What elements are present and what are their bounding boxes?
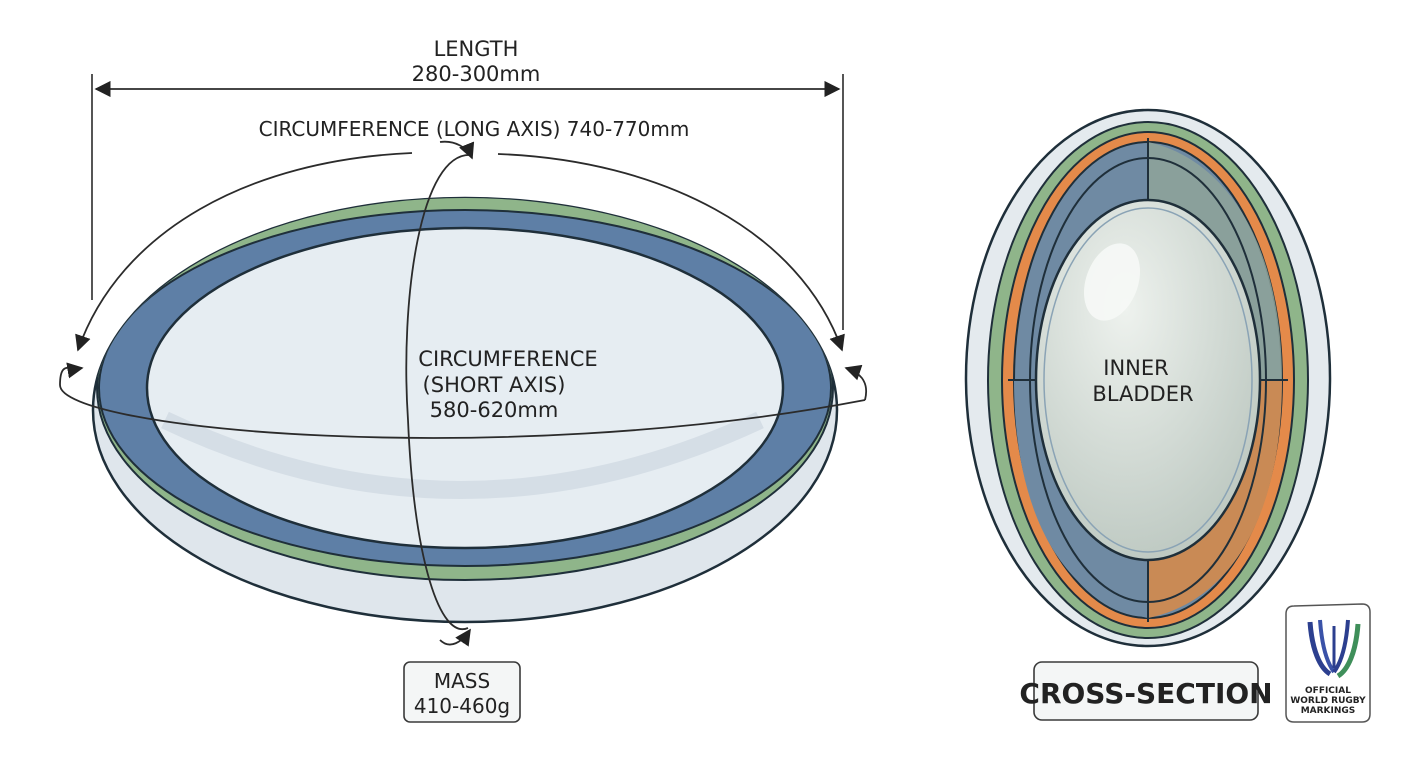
vertical-arrow-bottom: [439, 628, 471, 647]
vertical-arrow-top: [439, 140, 475, 160]
circumference-short-value: 580-620mm: [430, 398, 559, 422]
bladder-rim: [1043, 207, 1253, 553]
bladder-line2: BLADDER: [1092, 382, 1193, 406]
short-axis-arrow-right: [844, 364, 868, 401]
bladder-highlight: [1083, 243, 1141, 321]
long-axis-arc-right: [497, 153, 845, 352]
short-axis-arrow-left: [59, 362, 84, 386]
cross-section-diagram: INNER BLADDER: [964, 108, 1332, 648]
vertical-ring: [405, 154, 473, 631]
circumference-short-line1: CIRCUMFERENCE: [418, 347, 597, 371]
circumference-long-label: CIRCUMFERENCE (LONG AXIS) 740-770mm: [259, 117, 690, 141]
bladder-line1: INNER: [1103, 356, 1168, 380]
mass-box: MASS 410-460g: [403, 661, 521, 723]
world-rugby-logo-icon: [1307, 619, 1361, 679]
mass-title: MASS: [434, 669, 490, 693]
cross-section-label-box: CROSS-SECTION: [1019, 661, 1273, 721]
badge-line2: WORLD RUGBY: [1290, 696, 1366, 706]
length-title: LENGTH: [434, 37, 519, 61]
circumference-short-line2: (SHORT AXIS): [423, 373, 566, 397]
ball-shading: [161, 411, 764, 499]
badge-line3: MARKINGS: [1301, 706, 1356, 716]
mass-value: 410-460g: [414, 694, 510, 718]
badge-line1: OFFICIAL: [1305, 686, 1351, 696]
long-axis-arc-left: [75, 152, 413, 352]
official-markings-badge: OFFICIAL WORLD RUGBY MARKINGS: [1285, 603, 1371, 723]
rugby-ball: [59, 140, 868, 647]
cross-section-label: CROSS-SECTION: [1019, 677, 1272, 710]
inner-bladder: [1034, 198, 1262, 562]
short-axis-ring: [59, 384, 866, 439]
length-value: 280-300mm: [412, 62, 541, 86]
